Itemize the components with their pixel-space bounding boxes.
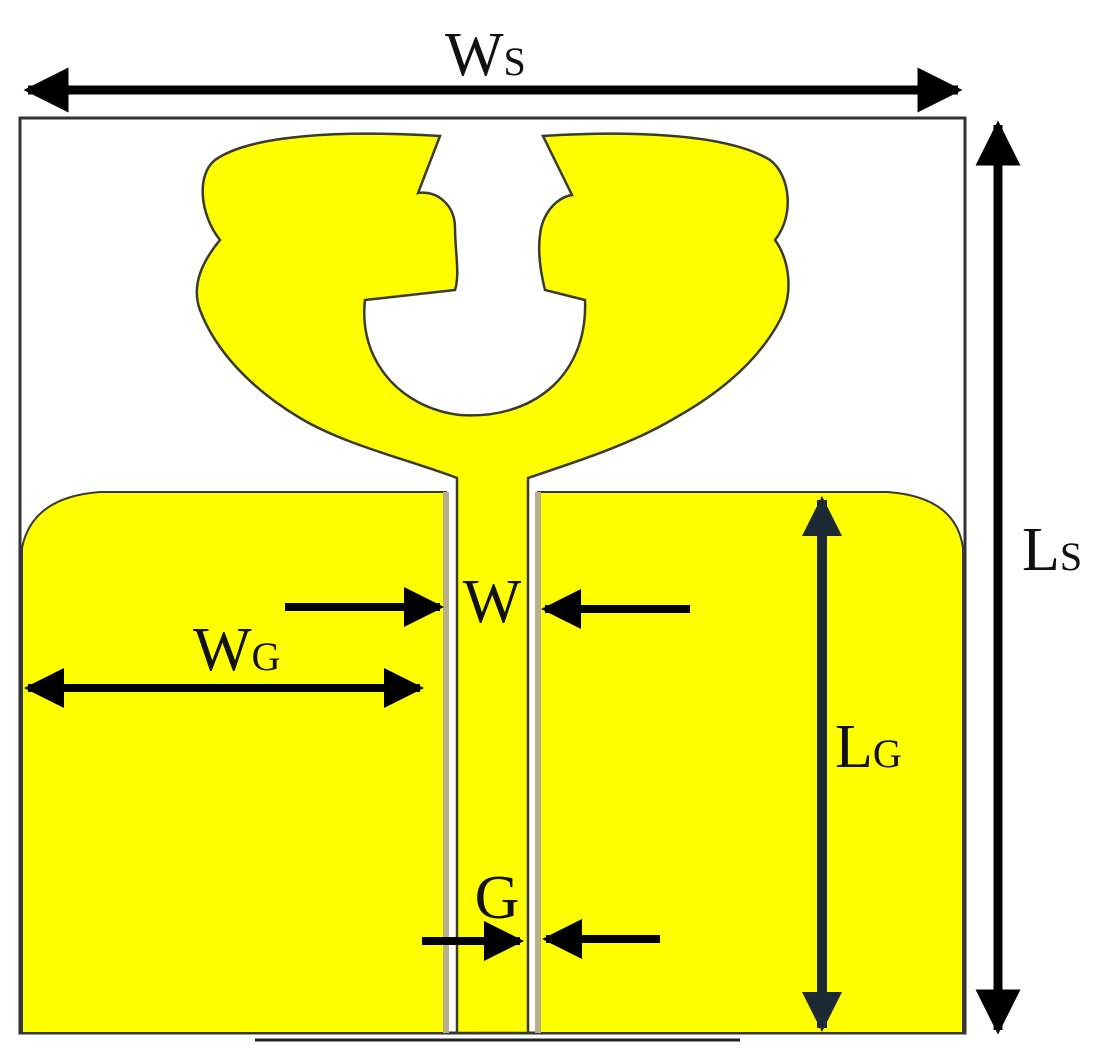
radiating-patch [195,132,790,1035]
g-label: G [475,864,520,932]
ground-plane-right [537,491,964,1034]
ground-plane-left [21,491,447,1034]
ws-label: WS [445,21,526,89]
w-label: W [463,568,522,636]
wg-label: WG [193,616,280,684]
ls-label: LS [1022,516,1082,584]
lg-label: LG [835,713,902,781]
